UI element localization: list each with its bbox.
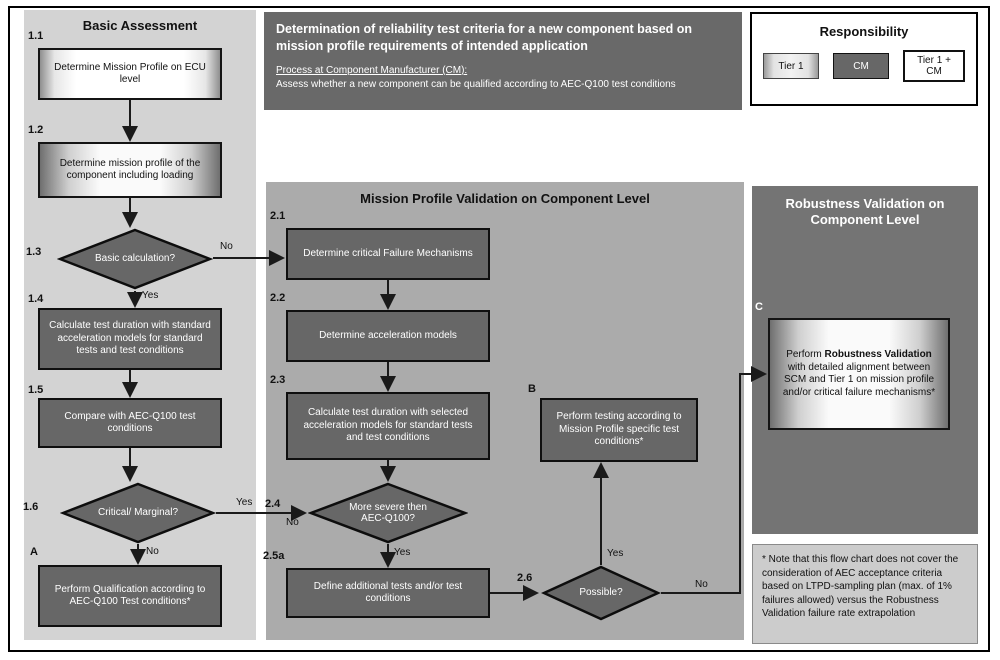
legend-item-cm: CM — [833, 53, 889, 79]
process-at-cm-text: Assess whether a new component can be qu… — [276, 79, 676, 91]
node-id-2-4: 2.4 — [265, 498, 281, 510]
node-id-2-1: 2.1 — [270, 210, 286, 222]
robustness-node-text-suffix: with detailed alignment between SCM and … — [782, 361, 936, 398]
node-perform-robustness-validation: Perform Robustness Validation with detai… — [768, 318, 950, 430]
process-at-cm-label: Process at Component Manufacturer (CM): — [276, 64, 468, 76]
node-id-2-3: 2.3 — [270, 374, 286, 386]
node-perform-qualification-aec-q100: Perform Qualification according to AEC-Q… — [38, 565, 222, 627]
legend-item-tier1: Tier 1 — [763, 53, 819, 79]
decision-more-severe: More severe then AEC-Q100? — [308, 482, 468, 544]
robustness-validation-title: Robustness Validation on Component Level — [785, 196, 945, 227]
legend-item-tier1-cm: Tier 1 + CM — [903, 50, 965, 82]
edge-label-more-severe-no: No — [286, 517, 299, 528]
diamond-shape-icon — [60, 482, 216, 544]
node-id-1-4: 1.4 — [28, 293, 44, 305]
decision-critical-marginal: Critical/ Marginal? — [60, 482, 216, 544]
node-calculate-test-duration-standard: Calculate test duration with standard ac… — [38, 308, 222, 370]
diagram-frame — [8, 6, 990, 652]
mission-profile-title: Mission Profile Validation on Component … — [360, 191, 650, 206]
node-id-2-5a: 2.5a — [263, 550, 285, 562]
basic-assessment-title: Basic Assessment — [82, 18, 198, 33]
edge-label-possible-no: No — [695, 579, 708, 590]
edge-label-critical-yes: Yes — [236, 497, 253, 508]
diamond-shape-icon — [541, 565, 661, 621]
node-id-1-2: 1.2 — [28, 124, 44, 136]
node-id-1-5: 1.5 — [28, 384, 44, 396]
header-box: Determination of reliability test criter… — [264, 12, 742, 110]
header-title: Determination of reliability test criter… — [276, 22, 693, 53]
node-define-additional-tests: Define additional tests and/or test cond… — [286, 568, 490, 618]
header-subtext: Process at Component Manufacturer (CM): … — [276, 64, 730, 93]
node-determine-critical-failure-mechanisms: Determine critical Failure Mechanisms — [286, 228, 490, 280]
decision-basic-calculation: Basic calculation? — [57, 228, 213, 290]
footnote-text: * Note that this flow chart does not cov… — [762, 554, 959, 619]
node-id-c: C — [755, 301, 763, 313]
footnote-box: * Note that this flow chart does not cov… — [752, 544, 978, 644]
node-id-b: B — [528, 383, 536, 395]
edge-label-more-severe-yes: Yes — [394, 547, 411, 558]
decision-possible: Possible? — [541, 565, 661, 621]
node-id-2-6: 2.6 — [517, 572, 533, 584]
edge-label-basic-calc-yes: Yes — [142, 290, 159, 301]
node-perform-testing-mission-profile: Perform testing according to Mission Pro… — [540, 398, 698, 462]
robustness-node-text: Perform Robustness Validation with detai… — [777, 349, 941, 399]
decision-basic-calculation-label: Basic calculation? — [94, 253, 176, 265]
decision-more-severe-label: More severe then AEC-Q100? — [349, 501, 427, 525]
node-id-1-3: 1.3 — [26, 246, 42, 258]
decision-critical-marginal-label: Critical/ Marginal? — [97, 507, 179, 519]
robustness-node-text-prefix: Perform — [786, 349, 825, 360]
responsibility-legend: Responsibility Tier 1 CM Tier 1 + CM — [750, 12, 978, 106]
decision-possible-label: Possible? — [579, 587, 623, 599]
edge-label-critical-no: No — [146, 546, 159, 557]
legend-row: Tier 1 CM Tier 1 + CM — [763, 50, 965, 82]
node-determine-mission-profile-ecu: Determine Mission Profile on ECU level — [38, 48, 222, 100]
edge-label-possible-yes: Yes — [607, 548, 624, 559]
legend-title: Responsibility — [819, 24, 909, 39]
node-determine-acceleration-models: Determine acceleration models — [286, 310, 490, 362]
node-id-a: A — [30, 546, 38, 558]
node-id-2-2: 2.2 — [270, 292, 286, 304]
node-calculate-test-duration-selected: Calculate test duration with selected ac… — [286, 392, 490, 460]
node-determine-component-mission-profile: Determine mission profile of the compone… — [38, 142, 222, 198]
robustness-node-text-bold: Robustness Validation — [824, 349, 932, 360]
node-compare-aec-q100: Compare with AEC-Q100 test conditions — [38, 398, 222, 448]
diamond-shape-icon — [308, 482, 468, 544]
diamond-shape-icon — [57, 228, 213, 290]
node-id-1-1: 1.1 — [28, 30, 44, 42]
edge-label-basic-calc-no: No — [220, 241, 233, 252]
node-id-1-6: 1.6 — [23, 501, 39, 513]
